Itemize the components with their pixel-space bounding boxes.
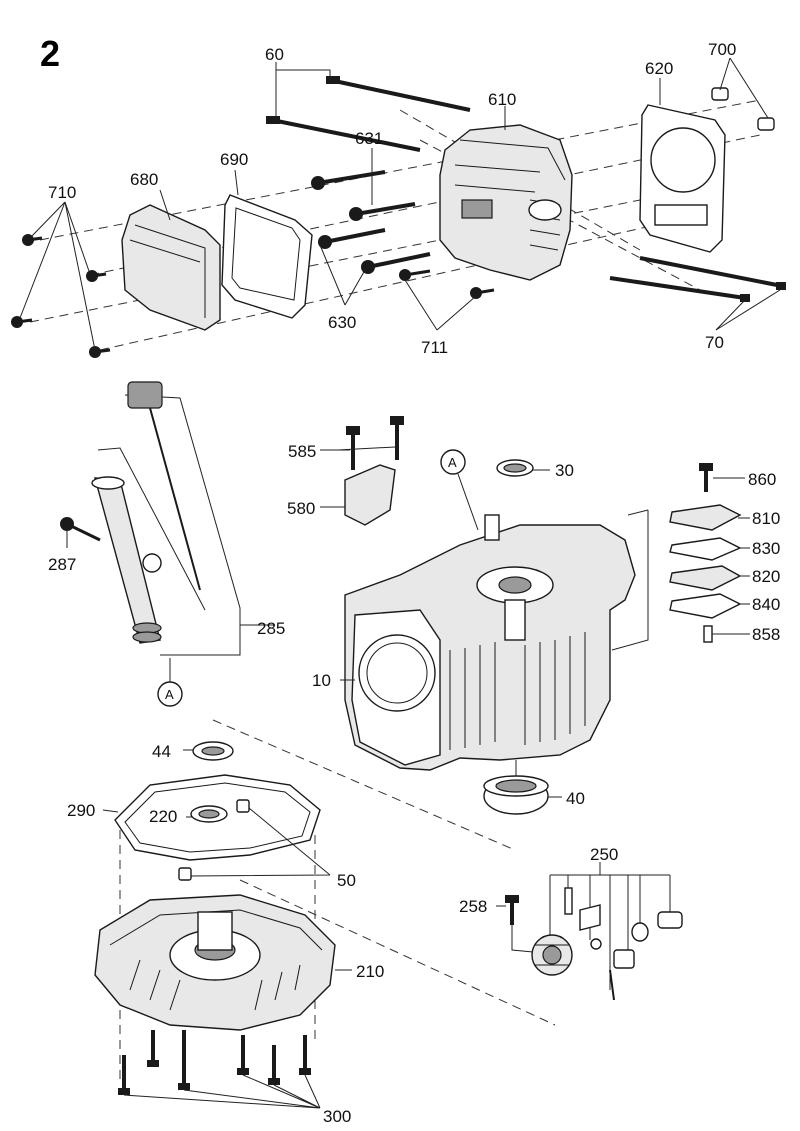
label-290: 290 (67, 801, 95, 820)
head-bolts-630 (311, 170, 431, 274)
sump-cover-210 (94, 894, 352, 1031)
label-680: 680 (130, 170, 158, 189)
long-stud-70 (609, 256, 786, 302)
crankcase-assembly: A 585 30 580 10 40 (287, 416, 636, 815)
label-220: 220 (149, 807, 177, 826)
label-60: 60 (265, 45, 284, 64)
label-711: 711 (421, 338, 448, 357)
label-210: 210 (356, 962, 384, 981)
label-40: 40 (566, 789, 585, 808)
dipstick-handle (127, 381, 163, 409)
label-30: 30 (555, 461, 574, 480)
label-810: 810 (752, 509, 780, 528)
pin-858 (703, 625, 713, 643)
plate-820 (669, 565, 742, 591)
seal-44 (183, 741, 234, 761)
seal-220 (186, 805, 228, 823)
label-287: 287 (48, 555, 76, 574)
label-840: 840 (752, 595, 780, 614)
label-630: 630 (328, 313, 356, 332)
ref-marker-a-dipstick (157, 681, 183, 707)
label-10: 10 (312, 671, 331, 690)
label-710: 710 (48, 183, 76, 202)
bracket-580 (344, 464, 396, 526)
section-number: 2 (40, 33, 60, 74)
label-610: 610 (488, 90, 516, 109)
label-585: 585 (288, 442, 316, 461)
label-300: 300 (323, 1107, 351, 1126)
ref-marker-a-crankcase (440, 449, 466, 475)
dipstick-blade (149, 407, 201, 591)
label-690: 690 (220, 150, 248, 169)
valve-cover-gasket-690 (221, 194, 313, 319)
label-820: 820 (752, 567, 780, 586)
label-620: 620 (645, 59, 673, 78)
label-580: 580 (287, 499, 315, 518)
cylinder-head-610 (439, 124, 573, 281)
label-250: 250 (590, 845, 618, 864)
dowel-pins-700 (711, 87, 775, 131)
label-44: 44 (152, 742, 171, 761)
dipstick-assembly: A 287 285 (48, 381, 285, 707)
label-631: 631 (355, 129, 383, 148)
dowel-pins-50 (178, 799, 331, 881)
screws-710 (11, 234, 111, 358)
governor-assembly-250: 250 258 (459, 845, 683, 1001)
governor-plate-stack: 860 810 830 820 840 858 (611, 463, 780, 651)
label-860: 860 (748, 470, 776, 489)
top-labels: 60 610 620 700 631 680 690 710 630 711 7… (48, 40, 736, 357)
label-858: 858 (752, 625, 780, 644)
plate-810 (669, 504, 742, 531)
plate-830 (669, 537, 742, 561)
bottom-labels: 44 290 220 50 210 300 (67, 742, 384, 1126)
label-285: 285 (257, 619, 285, 638)
screws-711 (399, 269, 495, 299)
top-leader-lines (19, 57, 781, 351)
label-700: 700 (708, 40, 736, 59)
long-stud-60 (266, 76, 471, 152)
label-50: 50 (337, 871, 356, 890)
plate-840 (669, 593, 742, 619)
ref-marker-a-dipstick-text: A (165, 687, 174, 702)
ref-marker-a-crankcase-text: A (448, 455, 457, 470)
label-830: 830 (752, 539, 780, 558)
head-gasket-620 (639, 104, 726, 253)
label-70: 70 (705, 333, 724, 352)
label-258: 258 (459, 897, 487, 916)
valve-cover-680 (121, 204, 221, 331)
bolts-300 (118, 1030, 321, 1109)
